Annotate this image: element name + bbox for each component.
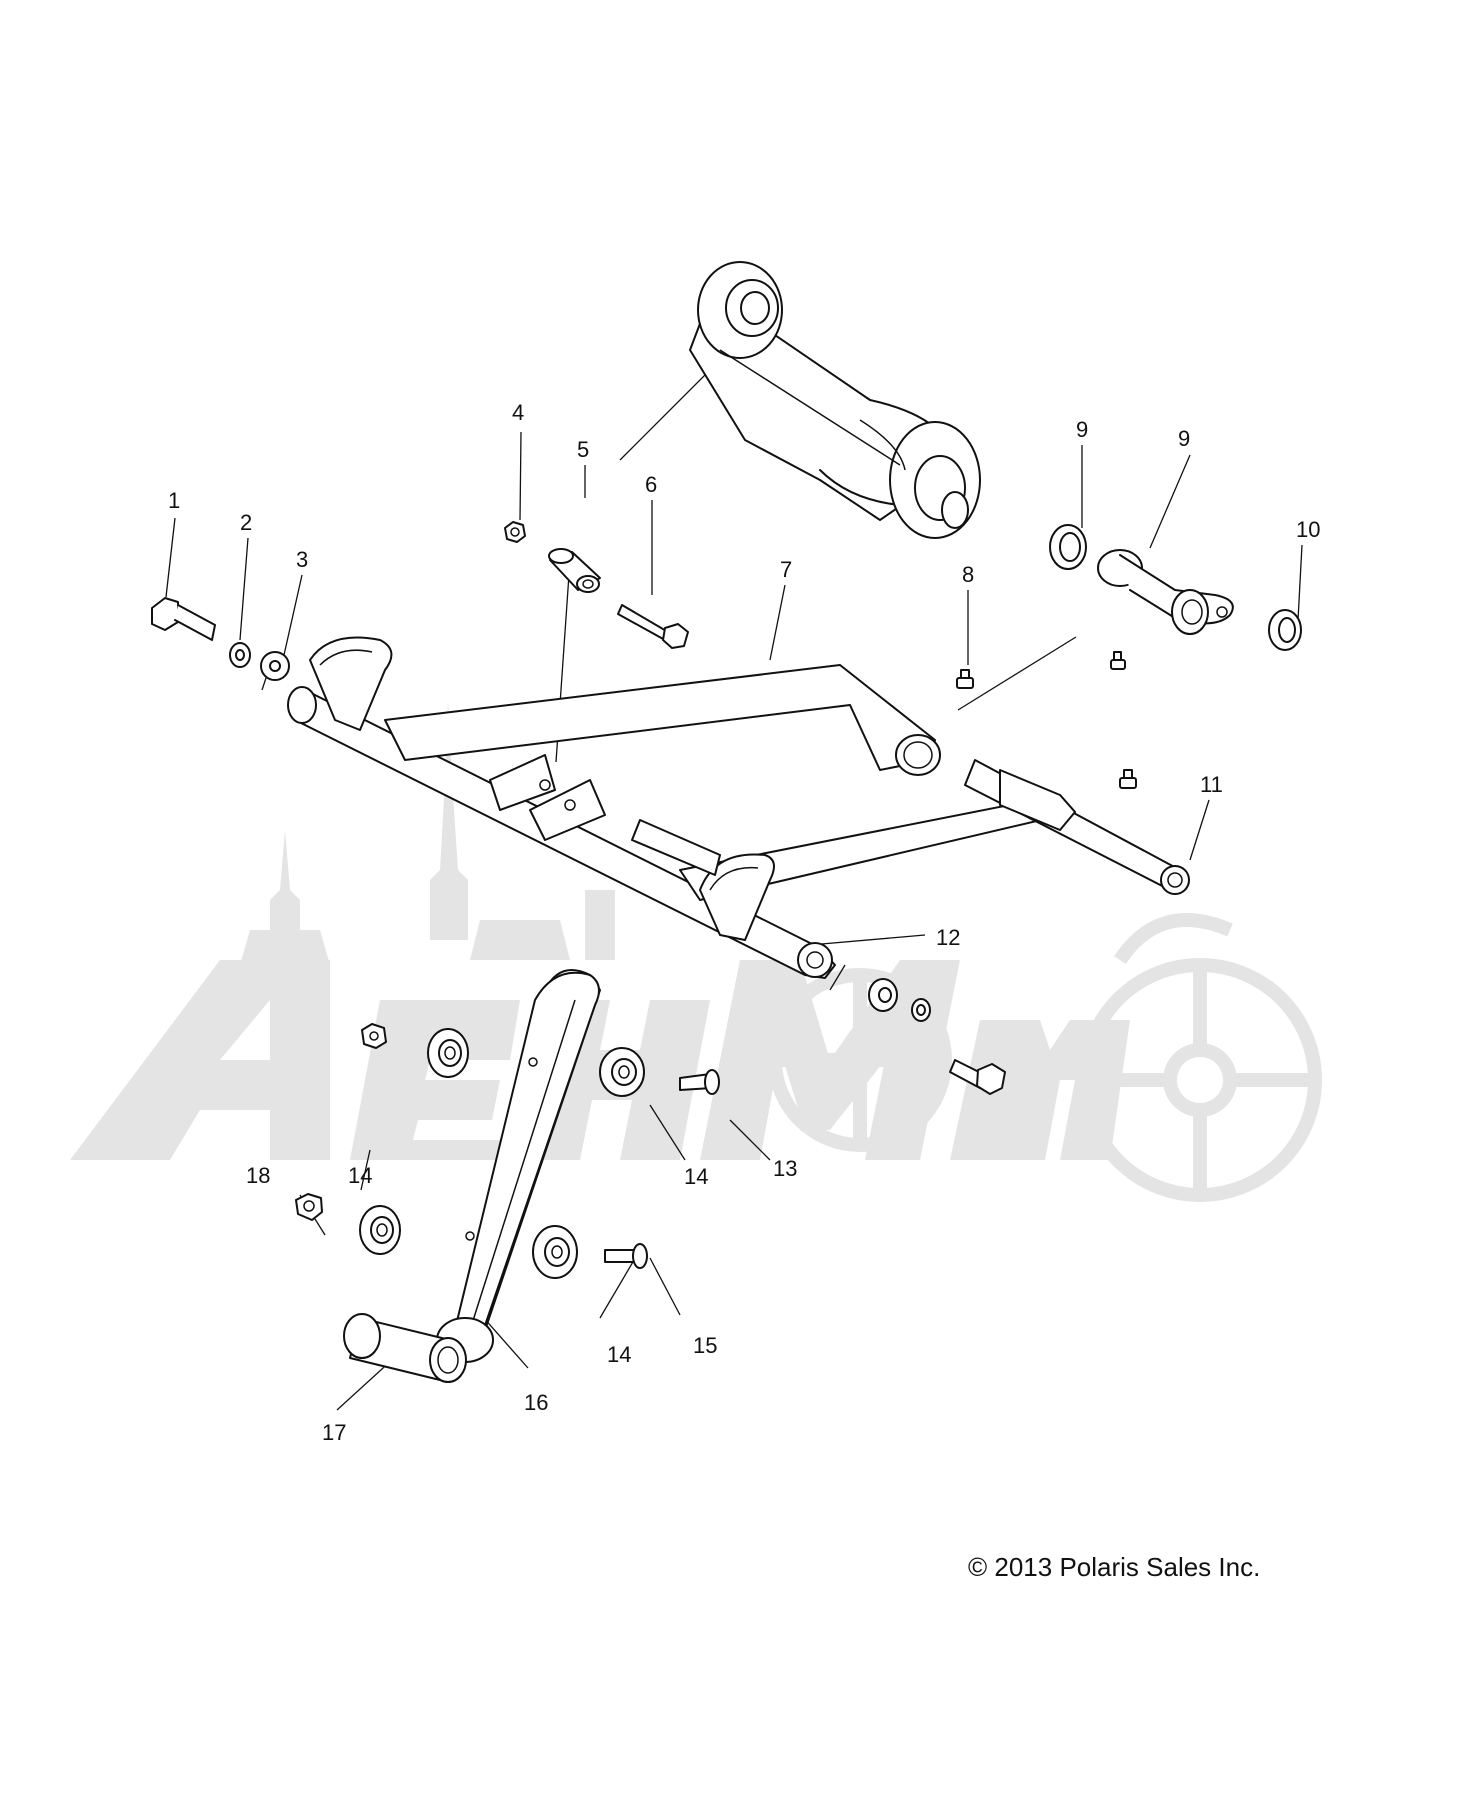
copyright-notice: © 2013 Polaris Sales Inc. bbox=[968, 1552, 1260, 1582]
callout-4: 4 bbox=[512, 400, 524, 425]
callout-5: 5 bbox=[577, 437, 589, 462]
sleeve-17 bbox=[343, 1313, 467, 1383]
bolt-right bbox=[949, 1059, 1006, 1095]
washer-right-small bbox=[911, 998, 931, 1022]
callout-14b: 14 bbox=[348, 1163, 372, 1188]
washer-9a bbox=[1049, 524, 1087, 570]
callout-11: 11 bbox=[1200, 772, 1223, 797]
pin-13 bbox=[679, 1069, 720, 1095]
shock-absorber bbox=[689, 261, 981, 539]
bolt-1 bbox=[151, 597, 216, 641]
pivot-10 bbox=[1097, 549, 1234, 635]
callout-15: 15 bbox=[693, 1333, 717, 1358]
washer-9b bbox=[1268, 609, 1302, 651]
bushing-14a bbox=[599, 1047, 645, 1097]
callout-13: 13 bbox=[773, 1156, 797, 1181]
grease-fitting-right bbox=[1110, 651, 1126, 670]
callout-3: 3 bbox=[296, 547, 308, 572]
washer-right-large bbox=[868, 978, 898, 1012]
callout-12: 12 bbox=[936, 925, 960, 950]
swing-arm-7 bbox=[287, 636, 1190, 979]
callout-14a: 14 bbox=[684, 1164, 708, 1189]
callout-16: 16 bbox=[524, 1390, 548, 1415]
callout-17: 17 bbox=[322, 1420, 346, 1445]
nut-18 bbox=[295, 1193, 323, 1221]
nut-upper bbox=[361, 1023, 387, 1049]
callout-18: 18 bbox=[246, 1163, 270, 1188]
callout-7: 7 bbox=[780, 557, 792, 582]
pin-15 bbox=[604, 1243, 648, 1269]
callout-2: 2 bbox=[240, 510, 252, 535]
bushing-14c bbox=[359, 1205, 401, 1255]
bushing-14b bbox=[427, 1028, 469, 1078]
nut-4 bbox=[504, 521, 526, 543]
bushing-5 bbox=[548, 548, 601, 593]
washer-2 bbox=[229, 642, 251, 668]
grease-fitting-lower bbox=[1119, 769, 1137, 789]
callout-9a: 9 bbox=[1076, 417, 1088, 442]
washer-3 bbox=[260, 651, 290, 681]
callout-8: 8 bbox=[962, 562, 974, 587]
bushing-14d bbox=[532, 1225, 578, 1279]
callout-labels: 1 2 3 4 5 6 7 8 9 9 10 11 12 13 14 14 14… bbox=[168, 400, 1320, 1445]
callout-10: 9 bbox=[1178, 426, 1190, 451]
callout-14c: 14 bbox=[607, 1342, 631, 1367]
callout-9b: 10 bbox=[1296, 517, 1320, 542]
bolt-6 bbox=[617, 604, 689, 649]
callout-1: 1 bbox=[168, 488, 180, 513]
callout-6: 6 bbox=[645, 472, 657, 497]
grease-fitting-8 bbox=[956, 669, 974, 689]
